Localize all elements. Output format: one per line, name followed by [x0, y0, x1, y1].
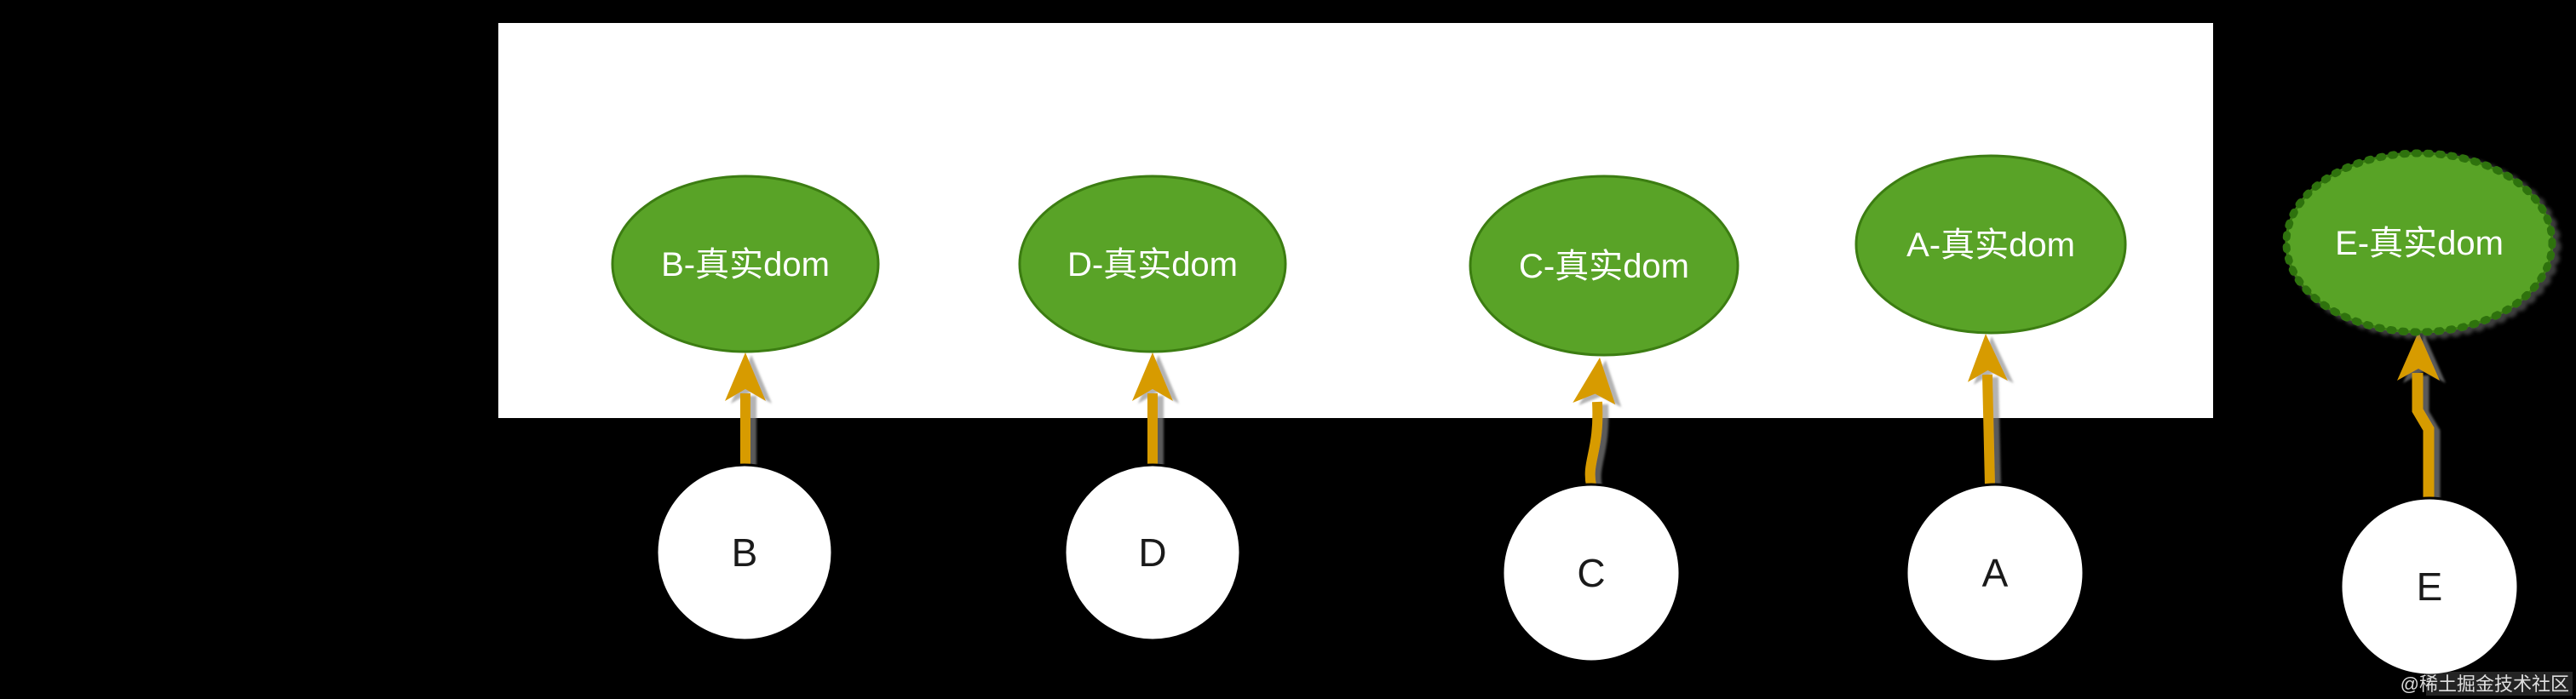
real-dom-node-c: C-真实dom: [1469, 175, 1739, 357]
vnode-circle-e: [2339, 496, 2520, 677]
real-dom-node-label: D-真实dom: [1067, 246, 1238, 284]
vnode-a: A: [1905, 483, 2085, 663]
arrow-shaft: [1584, 401, 1603, 487]
real-dom-node-label: A-真实dom: [1906, 226, 2075, 264]
real-dom-node-d: D-真实dom: [1018, 175, 1287, 353]
arrow-head: [1132, 352, 1173, 401]
watermark-text: @稀土掘金技术社区: [2401, 673, 2569, 695]
arrow-d-to-real-dom: [1132, 352, 1173, 465]
vnode-label: E: [2417, 564, 2443, 609]
vnode-label: A: [1982, 551, 2009, 595]
vnode-circle-b: [655, 463, 834, 642]
real-dom-ellipse-e-rough-border: [2282, 149, 2556, 336]
vnode-e: E: [2339, 496, 2520, 677]
arrow-e-to-real-dom: [2397, 332, 2440, 499]
arrow-c-to-real-dom: [1573, 358, 1616, 487]
real-dom-ellipse-c: [1469, 175, 1739, 357]
arrow-head: [1573, 358, 1616, 405]
vnode-c: C: [1501, 483, 1682, 663]
watermark: @稀土掘金技术社区: [2401, 672, 2573, 696]
real-dom-node-a: A-真实dom: [1854, 154, 2127, 335]
arrow-head: [2397, 332, 2440, 381]
real-dom-ellipse-d: [1018, 175, 1287, 353]
vnode-b: B: [655, 463, 834, 642]
vnode-circle-a: [1905, 483, 2085, 663]
arrow-b-to-real-dom: [725, 352, 766, 465]
watermark-background: [2426, 672, 2573, 696]
real-dom-node-e: E-真实dom: [2282, 149, 2556, 336]
vnode-label: D: [1138, 530, 1166, 575]
arrow-shaft: [2412, 373, 2435, 499]
vnode-label: C: [1577, 551, 1605, 595]
vnode-label: B: [732, 530, 758, 575]
real-dom-ellipse-a: [1854, 154, 2127, 335]
real-dom-node-label: B-真实dom: [661, 246, 830, 284]
real-dom-node-b: B-真实dom: [611, 175, 880, 353]
arrow-a-to-real-dom: [1967, 334, 2008, 486]
vnode-circle-d: [1063, 463, 1242, 642]
real-dom-node-label: C-真实dom: [1519, 248, 1689, 285]
vnode-circle-c: [1501, 483, 1682, 663]
arrow-head: [1967, 334, 2008, 382]
real-dom-node-label: E-真实dom: [2335, 225, 2504, 262]
vnode-d: D: [1063, 463, 1242, 642]
real-dom-ellipse-b: [611, 175, 880, 353]
arrow-shaft: [1982, 374, 1995, 486]
arrow-head: [725, 352, 766, 401]
